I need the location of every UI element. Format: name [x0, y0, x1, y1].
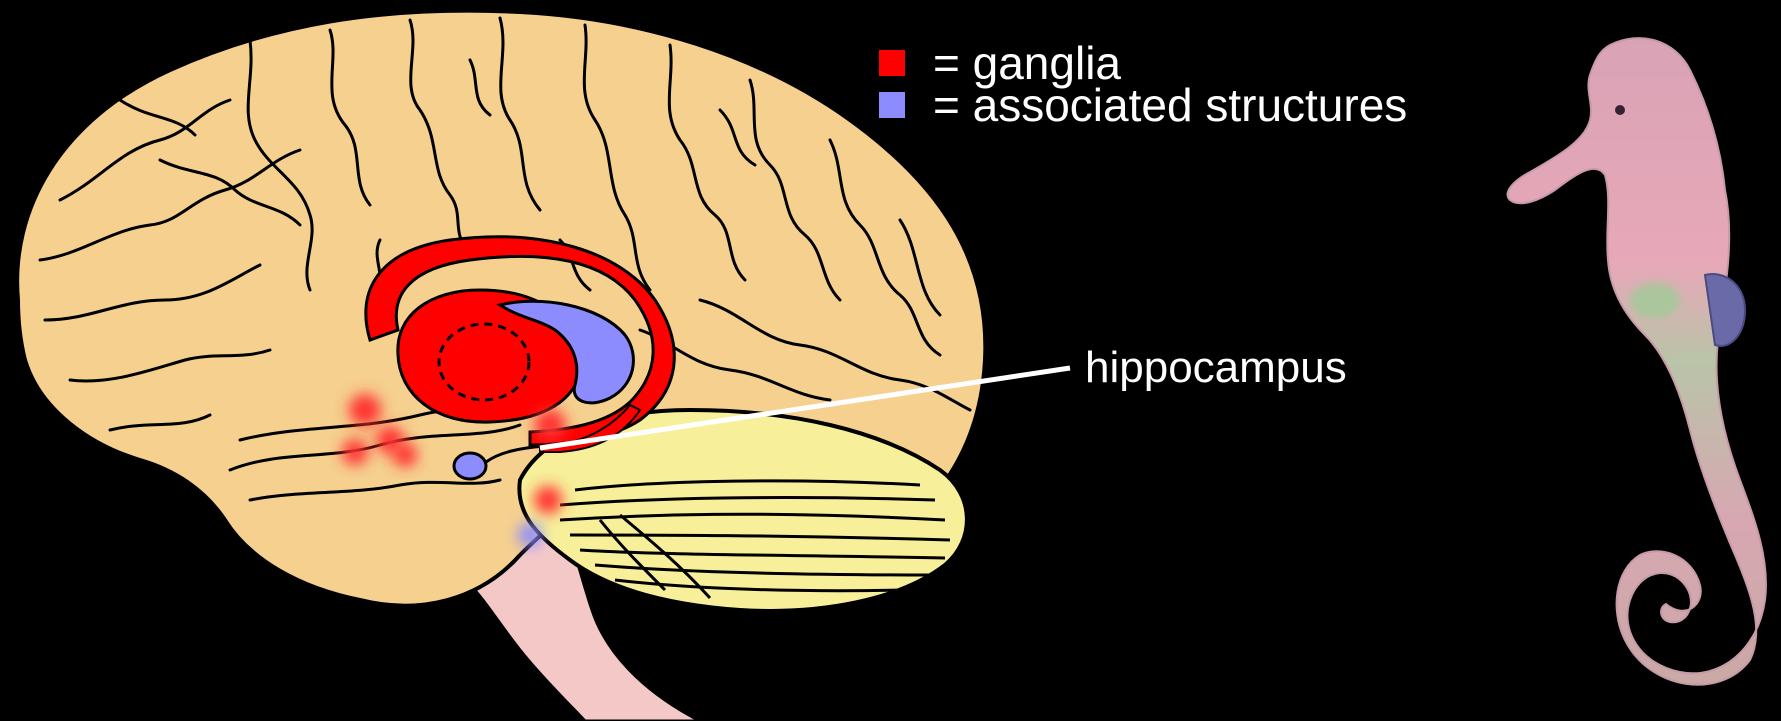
- legend-label-associated-structures: = associated structures: [933, 82, 1407, 128]
- ganglia-swatch: [879, 50, 905, 76]
- hippocampus-structure: [454, 453, 486, 479]
- legend-item-associated-structures: = associated structures: [879, 82, 1407, 128]
- associated-structures-swatch: [879, 92, 905, 118]
- seahorse-image: [1508, 38, 1766, 685]
- hippocampus-label: hippocampus: [1085, 343, 1347, 393]
